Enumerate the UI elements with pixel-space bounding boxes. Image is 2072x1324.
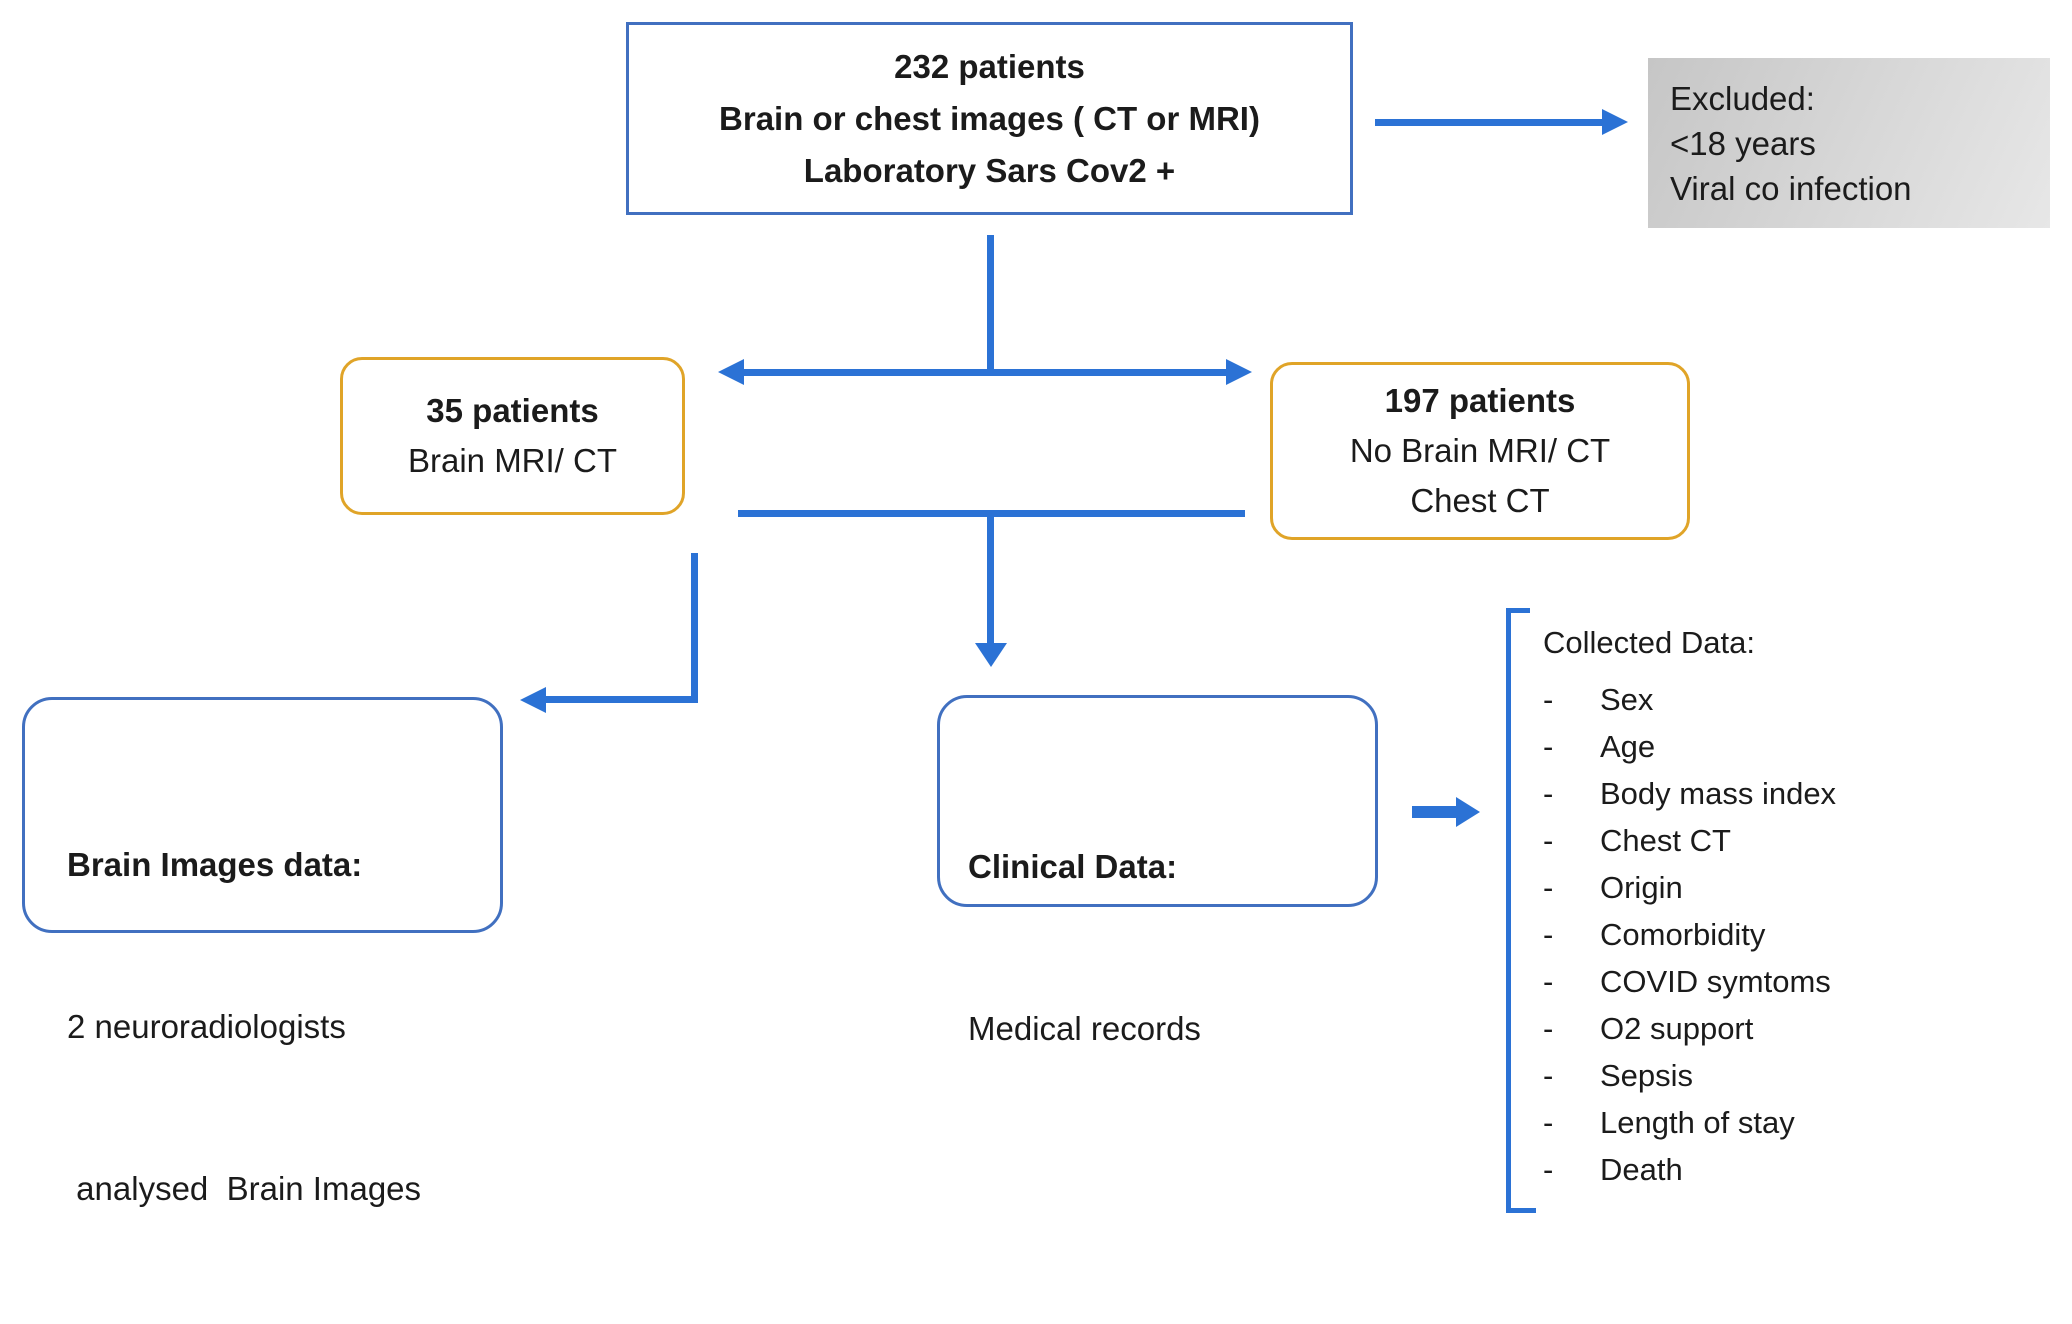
collected-data-item-label: Death (1600, 1152, 1683, 1187)
collected-data-item-label: Sepsis (1600, 1058, 1694, 1093)
no-brain-group-line3: Chest CT (1410, 482, 1550, 519)
collected-data-item: - COVID symtoms (1543, 958, 2043, 1005)
collected-data-item: - Sepsis (1543, 1052, 2043, 1099)
arrow-to-collected-data-shaft (1412, 806, 1456, 818)
collected-data-items: - Sex - Age - Body mass index - Chest CT… (1543, 676, 2043, 1193)
clinical-data-title: Clinical Data: (968, 848, 1178, 885)
excluded-criterion-age: <18 years (1670, 124, 1816, 162)
collected-data-title: Collected Data: (1543, 625, 1755, 660)
brain-images-data-line3: analysed Brain Images (67, 1170, 422, 1207)
excluded-criterion-coinfection: Viral co infection (1670, 169, 1912, 207)
collected-data-item: - Origin (1543, 864, 2043, 911)
collected-data-item-label: COVID symtoms (1600, 964, 1831, 999)
collected-data-item: - Length of stay (1543, 1099, 2043, 1146)
total-patients-line3: Laboratory Sars Cov2 + (803, 151, 1176, 189)
brain-group-count: 35 patients (426, 392, 599, 429)
arrow-to-brain-images-line (546, 696, 698, 703)
bullet-dash: - (1543, 1105, 1554, 1140)
bullet-dash: - (1543, 776, 1554, 811)
bullet-dash: - (1543, 917, 1554, 952)
arrow-to-excluded-line (1375, 119, 1605, 126)
box-no-brain-imaging-group: 197 patients No Brain MRI/ CT Chest CT (1270, 362, 1690, 540)
arrow-to-clinical-head-icon (975, 643, 1007, 667)
collected-data-item: - Death (1543, 1146, 2043, 1193)
box-total-patients: 232 patients Brain or chest images ( CT … (626, 22, 1353, 215)
collected-data-item-label: Origin (1600, 870, 1683, 905)
split-arrow-right-head-icon (1226, 359, 1252, 385)
collected-data-item-label: Length of stay (1600, 1105, 1795, 1140)
bullet-dash: - (1543, 964, 1554, 999)
clinical-data-line2: Medical records (968, 1010, 1201, 1047)
split-arrow-line (744, 369, 1226, 376)
brain-images-data-title: Brain Images data: (67, 846, 363, 883)
bullet-dash: - (1543, 1058, 1554, 1093)
collected-data-item-label: Body mass index (1600, 776, 1837, 811)
collected-data-bracket (1506, 608, 1511, 1213)
total-patients-count: 232 patients (894, 47, 1085, 85)
collected-data-bracket-top-foot (1506, 608, 1530, 613)
bullet-dash: - (1543, 1152, 1554, 1187)
bullet-dash: - (1543, 729, 1554, 764)
collected-data-item-label: O2 support (1600, 1011, 1754, 1046)
arrow-to-collected-data-head-icon (1456, 797, 1480, 827)
bullet-dash: - (1543, 1011, 1554, 1046)
split-arrow-stem (987, 235, 994, 372)
collected-data-item-label: Chest CT (1600, 823, 1731, 858)
collected-data-item: - Chest CT (1543, 817, 2043, 864)
patient-flow-diagram: 232 patients Brain or chest images ( CT … (22, 22, 2050, 1213)
box-excluded: Excluded: <18 years Viral co infection (1648, 58, 2050, 228)
collected-data-bracket-bottom-foot (1506, 1208, 1536, 1213)
brain-group-modality: Brain MRI/ CT (407, 442, 618, 479)
collected-data-list: Collected Data: - Sex - Age - Body mass … (1543, 622, 2043, 1193)
arrow-to-excluded-head-icon (1602, 109, 1628, 135)
box-brain-imaging-group: 35 patients Brain MRI/ CT (340, 357, 685, 515)
arrow-to-brain-images-head-icon (520, 687, 546, 713)
split-arrow-left-head-icon (718, 359, 744, 385)
arrow-to-clinical-stem (987, 513, 994, 643)
collected-data-item: - Comorbidity (1543, 911, 2043, 958)
bullet-dash: - (1543, 870, 1554, 905)
box-clinical-data: Clinical Data: Medical records (937, 695, 1378, 1047)
excluded-title: Excluded: (1670, 79, 1815, 117)
collected-data-item: - O2 support (1543, 1005, 2043, 1052)
bullet-dash: - (1543, 823, 1554, 858)
collected-data-item: - Age (1543, 723, 2043, 770)
arrow-to-brain-images-stem (691, 553, 698, 703)
no-brain-group-line2: No Brain MRI/ CT (1349, 432, 1611, 469)
brain-images-data-line2: 2 neuroradiologists (67, 1008, 346, 1045)
box-brain-images-data: Brain Images data: 2 neuroradiologists a… (22, 697, 503, 1207)
collected-data-item-label: Sex (1600, 682, 1654, 717)
bullet-dash: - (1543, 682, 1554, 717)
collected-data-item-label: Age (1600, 729, 1656, 764)
collected-data-item: - Body mass index (1543, 770, 2043, 817)
collected-data-item: - Sex (1543, 676, 2043, 723)
collected-data-item-label: Comorbidity (1600, 917, 1766, 952)
no-brain-group-count: 197 patients (1384, 382, 1576, 419)
total-patients-line2: Brain or chest images ( CT or MRI) (719, 99, 1260, 137)
